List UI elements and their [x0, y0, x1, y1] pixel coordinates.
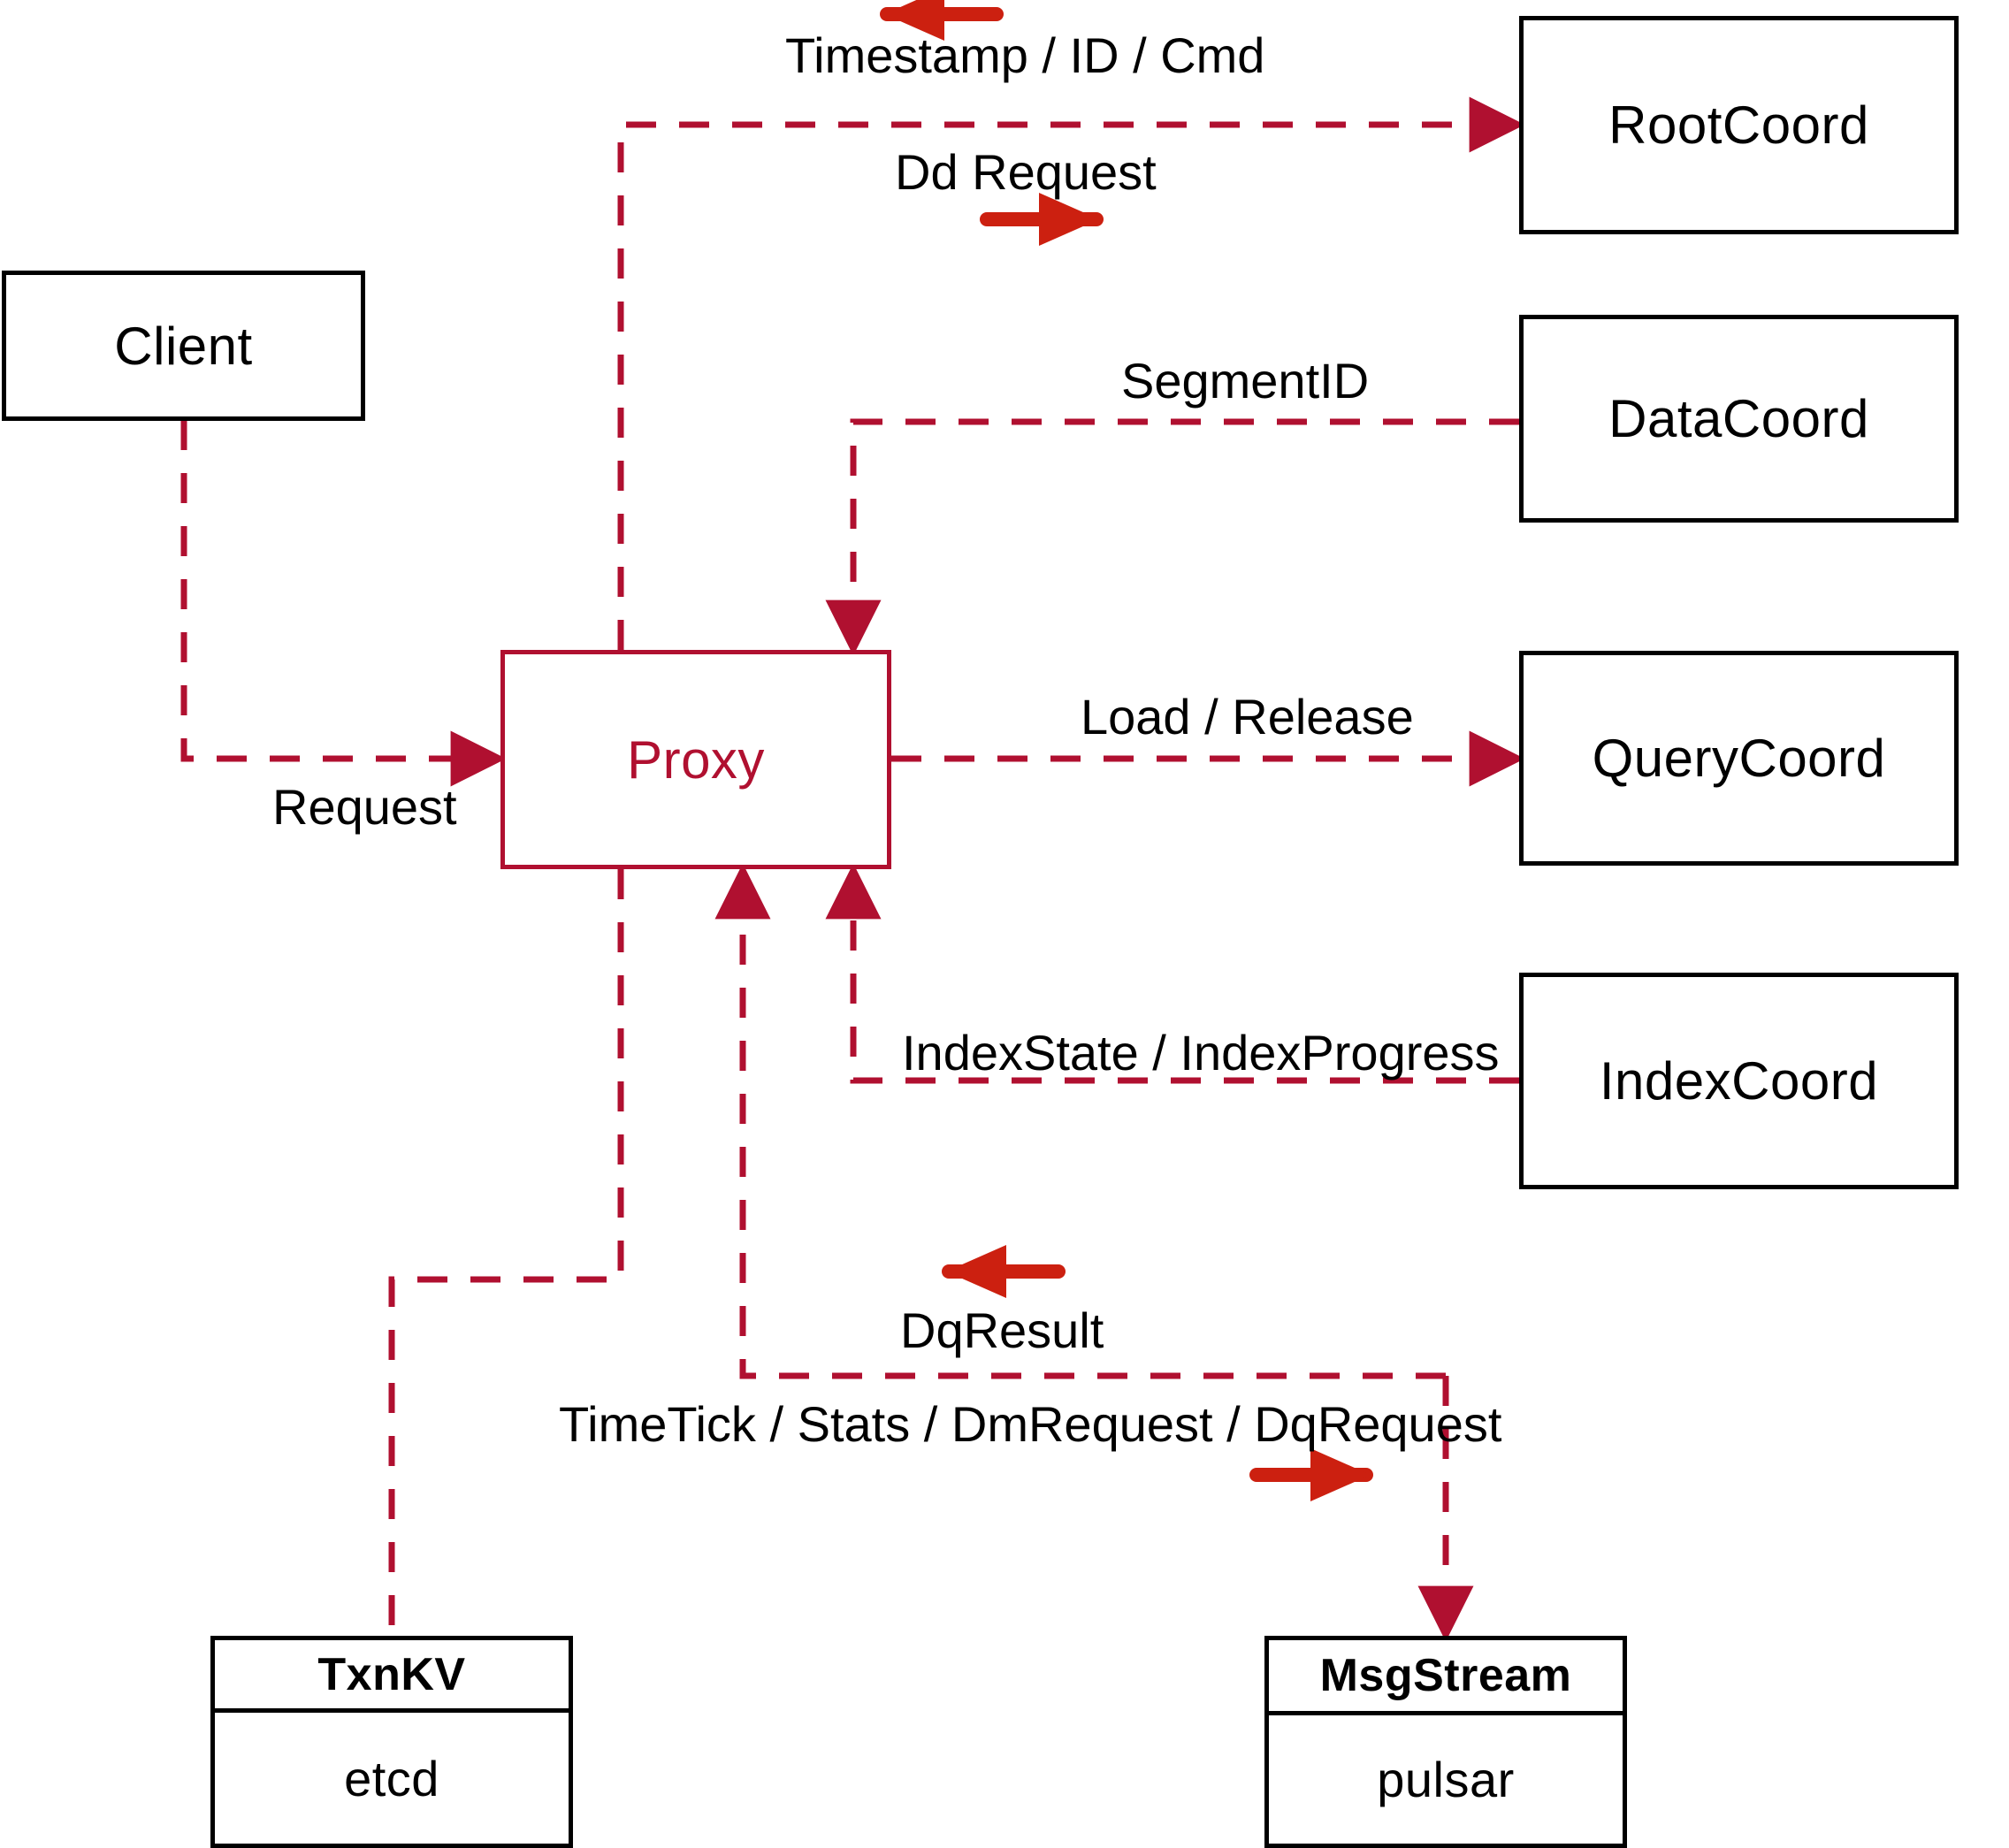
- edge-label-segment-id: SegmentID: [1121, 353, 1370, 409]
- node-msgstream-header: MsgStream: [1269, 1640, 1623, 1715]
- edge-label-index-state: IndexState / IndexProgress: [902, 1025, 1500, 1081]
- edge-label-request: Request: [272, 779, 457, 835]
- node-root-coord-label: RootCoord: [1608, 95, 1869, 155]
- direction-glyph-left-dq-result: [942, 1245, 1066, 1298]
- node-index-coord[interactable]: IndexCoord: [1519, 973, 1959, 1189]
- node-proxy-label: Proxy: [627, 729, 765, 790]
- node-index-coord-label: IndexCoord: [1599, 1051, 1879, 1111]
- node-root-coord[interactable]: RootCoord: [1519, 16, 1959, 234]
- node-txnkv[interactable]: TxnKV etcd: [210, 1636, 573, 1848]
- node-txnkv-header: TxnKV: [215, 1640, 569, 1713]
- node-query-coord[interactable]: QueryCoord: [1519, 651, 1959, 866]
- node-client[interactable]: Client: [2, 271, 365, 421]
- node-txnkv-title: TxnKV: [317, 1648, 466, 1700]
- direction-glyph-left-timestamp: [880, 0, 1004, 41]
- direction-glyph-layer: [880, 0, 1373, 1501]
- node-data-coord[interactable]: DataCoord: [1519, 315, 1959, 523]
- node-proxy[interactable]: Proxy: [500, 650, 891, 869]
- node-msgstream-impl: pulsar: [1377, 1752, 1515, 1807]
- edge-label-load-release: Load / Release: [1081, 689, 1414, 745]
- edge-txnkv-path: [388, 869, 624, 1636]
- node-msgstream-body: pulsar: [1269, 1715, 1623, 1844]
- edge-dq-result-path: [714, 863, 1446, 1379]
- node-msgstream-title: MsgStream: [1319, 1650, 1572, 1701]
- node-query-coord-label: QueryCoord: [1592, 729, 1886, 788]
- edge-index-state-path: [825, 863, 1519, 1084]
- direction-glyph-right-dd-request: [980, 193, 1104, 246]
- edge-label-dq-result: DqResult: [900, 1302, 1104, 1358]
- node-client-label: Client: [114, 316, 253, 376]
- edge-label-dd-request: Dd Request: [895, 144, 1157, 200]
- node-data-coord-label: DataCoord: [1608, 389, 1869, 448]
- edge-label-timestamp-id-cmd: Timestamp / ID / Cmd: [785, 27, 1265, 83]
- direction-glyph-right-timetick: [1249, 1448, 1373, 1501]
- edge-request-path: [180, 420, 507, 787]
- edge-segment-id-path: [825, 418, 1519, 656]
- edge-label-timetick-stats: TimeTick / Stats / DmRequest / DqRequest: [559, 1396, 1502, 1452]
- node-txnkv-body: etcd: [215, 1713, 569, 1844]
- node-txnkv-impl: etcd: [344, 1750, 439, 1806]
- node-msgstream[interactable]: MsgStream pulsar: [1264, 1636, 1627, 1848]
- edge-dd-request-path: [617, 96, 1525, 650]
